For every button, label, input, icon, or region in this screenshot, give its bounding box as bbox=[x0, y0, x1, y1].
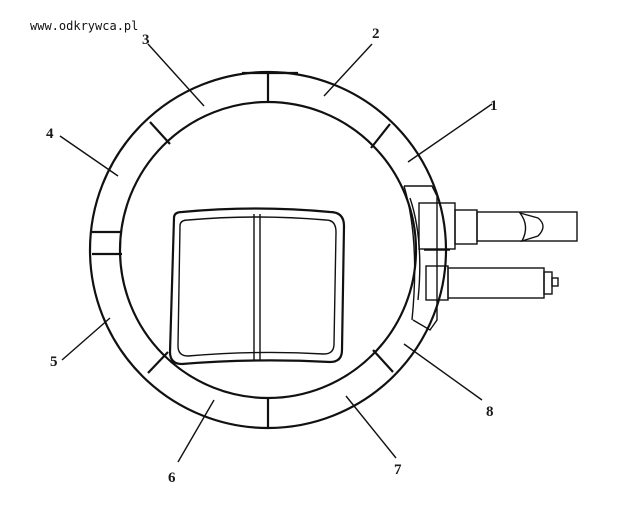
label-5: 5 bbox=[50, 354, 58, 370]
armour-ring bbox=[88, 70, 448, 430]
label-4: 4 bbox=[46, 126, 54, 142]
leader-line-1 bbox=[407, 103, 493, 163]
leader-line-4 bbox=[59, 135, 119, 177]
leader-line-5 bbox=[61, 317, 111, 361]
label-2: 2 bbox=[372, 26, 380, 42]
leader-line-7 bbox=[345, 395, 397, 459]
leader-line-8 bbox=[403, 343, 483, 401]
divider-bottom-left bbox=[147, 351, 169, 374]
coaxial-gun-body bbox=[447, 267, 545, 299]
hatch-outer-outline bbox=[168, 207, 346, 366]
hatch-inner-outline bbox=[177, 216, 337, 357]
turret-hatch bbox=[168, 207, 346, 366]
watermark-text: www.odkrywca.pl bbox=[30, 19, 138, 33]
part-labels: 3 2 1 4 5 6 7 8 bbox=[46, 26, 498, 486]
divider-top-right bbox=[370, 123, 391, 149]
divider-bottom-right bbox=[372, 349, 394, 373]
divider-top-left bbox=[149, 121, 171, 145]
leader-line-3 bbox=[147, 43, 205, 107]
leader-lines bbox=[59, 43, 493, 463]
coaxial-gun-muzzle bbox=[551, 277, 559, 287]
main-gun bbox=[418, 202, 578, 250]
main-gun-barrel bbox=[476, 211, 578, 242]
label-1: 1 bbox=[490, 98, 498, 114]
coaxial-gun bbox=[425, 265, 559, 301]
coaxial-gun-tip bbox=[543, 271, 553, 295]
label-3: 3 bbox=[142, 32, 150, 48]
leader-line-6 bbox=[177, 399, 215, 463]
mantlet-outline bbox=[404, 185, 438, 331]
leader-line-2 bbox=[323, 43, 373, 97]
outer-ring-circle bbox=[88, 70, 448, 430]
label-7: 7 bbox=[394, 462, 402, 478]
main-gun-collar bbox=[454, 209, 478, 245]
label-8: 8 bbox=[486, 404, 494, 420]
mantlet-curve bbox=[403, 185, 416, 321]
label-6: 6 bbox=[168, 470, 176, 486]
main-gun-muzzle-shape bbox=[518, 211, 544, 243]
